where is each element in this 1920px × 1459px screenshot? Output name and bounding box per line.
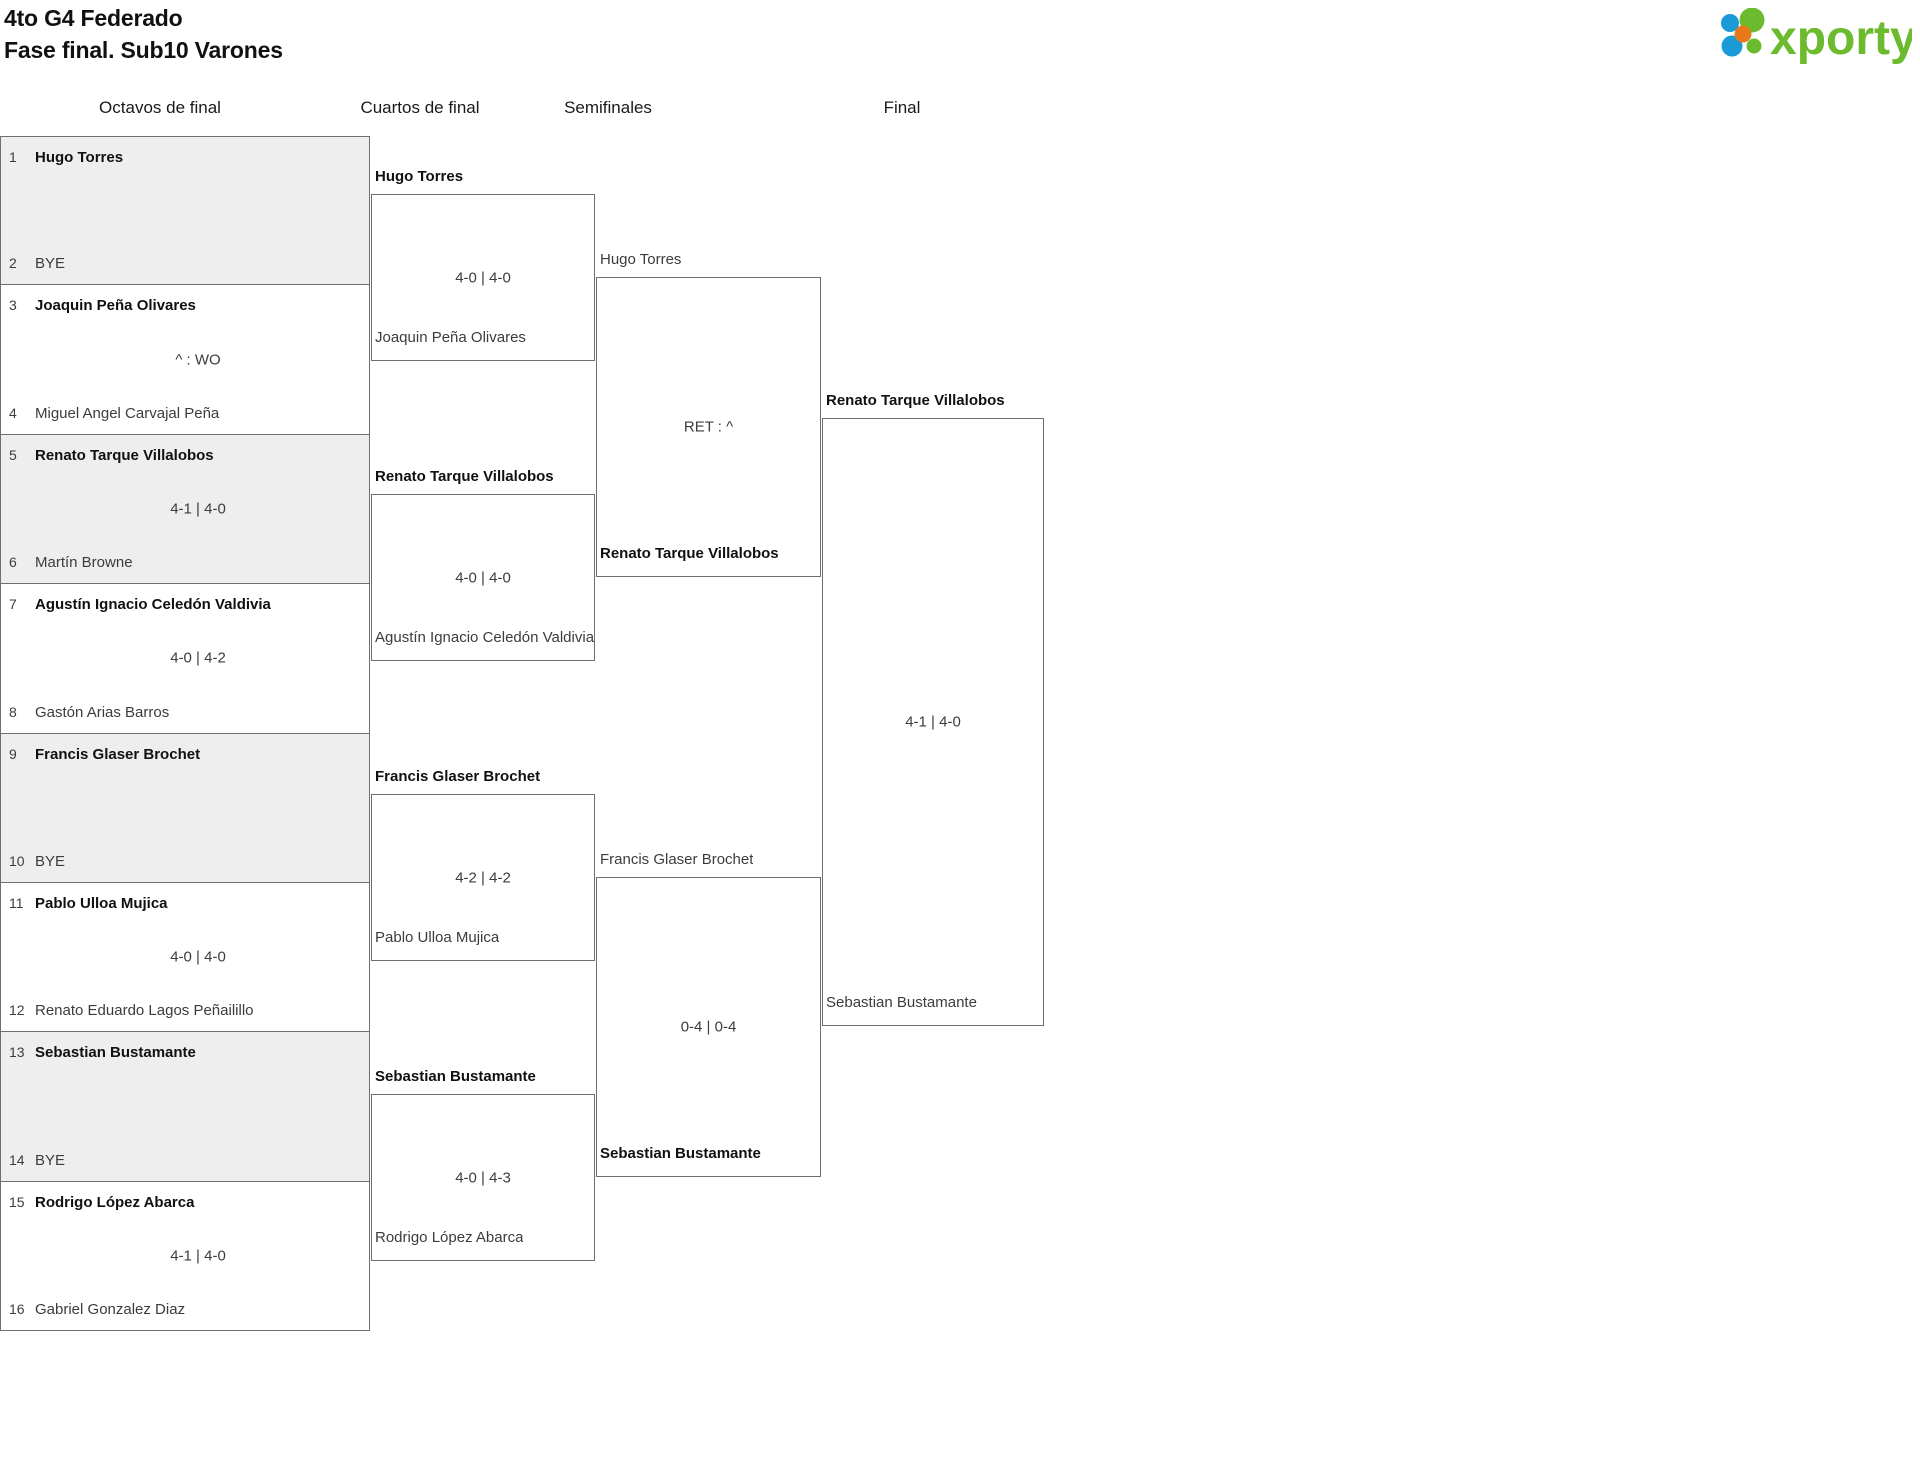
r16-slot-top[interactable]: 7 Agustín Ignacio Celedón Valdivia bbox=[9, 595, 363, 615]
sf-match-2[interactable]: Francis Glaser Brochet 0-4 | 0-4 Sebasti… bbox=[596, 851, 821, 1177]
player-name: Francis Glaser Brochet bbox=[35, 745, 201, 763]
player-name: Gastón Arias Barros bbox=[35, 703, 170, 721]
r16-slot-top[interactable]: 5 Renato Tarque Villalobos bbox=[9, 446, 363, 466]
match-score: 4-0 | 4-0 bbox=[170, 948, 226, 966]
r16-slot-bottom[interactable]: 8 Gastón Arias Barros bbox=[9, 703, 363, 723]
match-score: 4-0 | 4-3 bbox=[455, 1169, 511, 1186]
seed-number: 14 bbox=[9, 1151, 25, 1168]
final-slot-bottom[interactable]: Sebastian Bustamante bbox=[826, 994, 977, 1011]
svg-text:xporty: xporty bbox=[1770, 12, 1912, 64]
seed-number: 8 bbox=[9, 703, 17, 720]
xporty-logo: xporty bbox=[1712, 8, 1912, 64]
r16-match-3[interactable]: 5 Renato Tarque Villalobos 4-1 | 4-0 6 M… bbox=[0, 434, 370, 585]
sf-slot-top[interactable]: Hugo Torres bbox=[600, 251, 682, 268]
r16-slot-top[interactable]: 9 Francis Glaser Brochet bbox=[9, 745, 363, 765]
r16-slot-bottom[interactable]: 10 BYE bbox=[9, 852, 363, 872]
player-name: Sebastian Bustamante bbox=[35, 1044, 196, 1062]
qf-match-4[interactable]: Sebastian Bustamante 4-0 | 4-3 Rodrigo L… bbox=[371, 1068, 595, 1261]
seed-number: 7 bbox=[9, 596, 17, 613]
qf-slot-top[interactable]: Sebastian Bustamante bbox=[375, 1068, 536, 1085]
r16-slot-bottom[interactable]: 12 Renato Eduardo Lagos Peñailillo bbox=[9, 1001, 363, 1021]
match-score: 4-0 | 4-0 bbox=[455, 569, 511, 586]
seed-number: 2 bbox=[9, 255, 17, 272]
qf-slot-bottom[interactable]: Agustín Ignacio Celedón Valdivia bbox=[375, 629, 595, 646]
qf-slot-top[interactable]: Renato Tarque Villalobos bbox=[375, 468, 554, 485]
seed-number: 16 bbox=[9, 1301, 25, 1318]
seed-number: 4 bbox=[9, 404, 17, 421]
player-name: BYE bbox=[35, 1151, 66, 1169]
seed-number: 5 bbox=[9, 446, 17, 463]
player-name: Hugo Torres bbox=[35, 149, 124, 166]
round-header-cuartos: Cuartos de final bbox=[360, 98, 480, 117]
sf-slot-bottom[interactable]: Sebastian Bustamante bbox=[600, 1145, 761, 1162]
seed-number: 10 bbox=[9, 852, 25, 869]
sf-match-1[interactable]: Hugo Torres RET : ^ Renato Tarque Villal… bbox=[596, 251, 821, 577]
seed-number: 12 bbox=[9, 1002, 25, 1019]
match-score: 4-2 | 4-2 bbox=[455, 869, 511, 886]
r16-slot-bottom[interactable]: 6 Martín Browne bbox=[9, 553, 363, 573]
player-name: Miguel Angel Carvajal Peña bbox=[35, 404, 220, 422]
seed-number: 15 bbox=[9, 1193, 25, 1210]
match-score: 4-1 | 4-0 bbox=[170, 1247, 226, 1265]
qf-match-1[interactable]: Hugo Torres 4-0 | 4-0 Joaquin Peña Oliva… bbox=[371, 168, 595, 361]
tournament-phase: Fase final. Sub10 Varones bbox=[4, 37, 283, 63]
match-score: ^ : WO bbox=[175, 351, 221, 369]
qf-slot-bottom[interactable]: Rodrigo López Abarca bbox=[375, 1229, 524, 1246]
r16-match-7[interactable]: 13 Sebastian Bustamante 14 BYE bbox=[0, 1032, 370, 1182]
qf-match-3[interactable]: Francis Glaser Brochet 4-2 | 4-2 Pablo U… bbox=[371, 768, 595, 961]
player-name: Martín Browne bbox=[35, 554, 133, 572]
r16-match-5[interactable]: 9 Francis Glaser Brochet 10 BYE bbox=[0, 733, 370, 883]
final-match[interactable]: Renato Tarque Villalobos 4-1 | 4-0 Sebas… bbox=[822, 392, 1044, 1026]
r16-slot-bottom[interactable]: 4 Miguel Angel Carvajal Peña bbox=[9, 404, 363, 424]
seed-number: 1 bbox=[9, 149, 17, 165]
player-name: Rodrigo López Abarca bbox=[35, 1193, 195, 1211]
r16-slot-bottom[interactable]: 16 Gabriel Gonzalez Diaz bbox=[9, 1300, 363, 1320]
r16-match-2[interactable]: 3 Joaquin Peña Olivares ^ : WO 4 Miguel … bbox=[0, 285, 370, 435]
seed-number: 6 bbox=[9, 554, 17, 571]
match-score: 0-4 | 0-4 bbox=[680, 1018, 737, 1036]
seed-number: 9 bbox=[9, 745, 17, 762]
player-name: BYE bbox=[35, 255, 66, 273]
tournament-name: 4to G4 Federado bbox=[4, 5, 183, 31]
match-score: 4-1 | 4-0 bbox=[170, 500, 226, 518]
round-header-octavos: Octavos de final bbox=[99, 98, 221, 117]
page-title: 4to G4 Federado Fase final. Sub10 Varone… bbox=[4, 2, 283, 66]
match-score: 4-0 | 4-0 bbox=[455, 269, 511, 286]
qf-slot-bottom[interactable]: Joaquin Peña Olivares bbox=[375, 329, 526, 346]
r16-match-6[interactable]: 11 Pablo Ulloa Mujica 4-0 | 4-0 12 Renat… bbox=[0, 882, 370, 1033]
round-header-semis: Semifinales bbox=[564, 98, 652, 117]
round-header-final: Final bbox=[883, 98, 921, 117]
player-name: Pablo Ulloa Mujica bbox=[35, 894, 168, 912]
r16-match-8[interactable]: 15 Rodrigo López Abarca 4-1 | 4-0 16 Gab… bbox=[0, 1181, 370, 1332]
qf-slot-top[interactable]: Hugo Torres bbox=[375, 168, 464, 185]
seed-number: 11 bbox=[9, 894, 24, 911]
r16-match-1[interactable]: 1 Hugo Torres 2 BYE bbox=[0, 136, 370, 286]
final-slot-top[interactable]: Renato Tarque Villalobos bbox=[826, 392, 1005, 409]
r16-slot-bottom[interactable]: 2 BYE bbox=[9, 254, 363, 274]
r16-slot-top[interactable]: 13 Sebastian Bustamante bbox=[9, 1043, 363, 1063]
sf-slot-top[interactable]: Francis Glaser Brochet bbox=[600, 851, 754, 868]
player-name: Renato Eduardo Lagos Peñailillo bbox=[35, 1002, 254, 1020]
player-name: BYE bbox=[35, 852, 66, 870]
r16-slot-top[interactable]: 3 Joaquin Peña Olivares bbox=[9, 296, 363, 316]
qf-slot-bottom[interactable]: Pablo Ulloa Mujica bbox=[375, 929, 500, 946]
match-score: 4-1 | 4-0 bbox=[905, 713, 961, 731]
seed-number: 13 bbox=[9, 1044, 25, 1061]
r16-slot-top[interactable]: 11 Pablo Ulloa Mujica bbox=[9, 894, 363, 914]
qf-match-2[interactable]: Renato Tarque Villalobos 4-0 | 4-0 Agust… bbox=[371, 468, 595, 661]
match-score: 4-0 | 4-2 bbox=[170, 649, 226, 667]
player-name: Agustín Ignacio Celedón Valdivia bbox=[35, 596, 271, 614]
player-name: Renato Tarque Villalobos bbox=[35, 446, 214, 464]
player-name: Gabriel Gonzalez Diaz bbox=[35, 1301, 186, 1319]
r16-match-4[interactable]: 7 Agustín Ignacio Celedón Valdivia 4-0 |… bbox=[0, 584, 370, 734]
qf-slot-top[interactable]: Francis Glaser Brochet bbox=[375, 768, 541, 785]
round-of-16-column: 1 Hugo Torres 2 BYE 3 Joaquin Peña Oliva… bbox=[0, 136, 370, 1332]
sf-slot-bottom[interactable]: Renato Tarque Villalobos bbox=[600, 545, 779, 562]
player-name: Joaquin Peña Olivares bbox=[35, 297, 196, 315]
r16-slot-top[interactable]: 15 Rodrigo López Abarca bbox=[9, 1193, 363, 1213]
match-score: RET : ^ bbox=[683, 418, 734, 436]
r16-slot-top[interactable]: 1 Hugo Torres bbox=[9, 148, 363, 168]
r16-slot-bottom[interactable]: 14 BYE bbox=[9, 1151, 363, 1171]
seed-number: 3 bbox=[9, 297, 17, 314]
